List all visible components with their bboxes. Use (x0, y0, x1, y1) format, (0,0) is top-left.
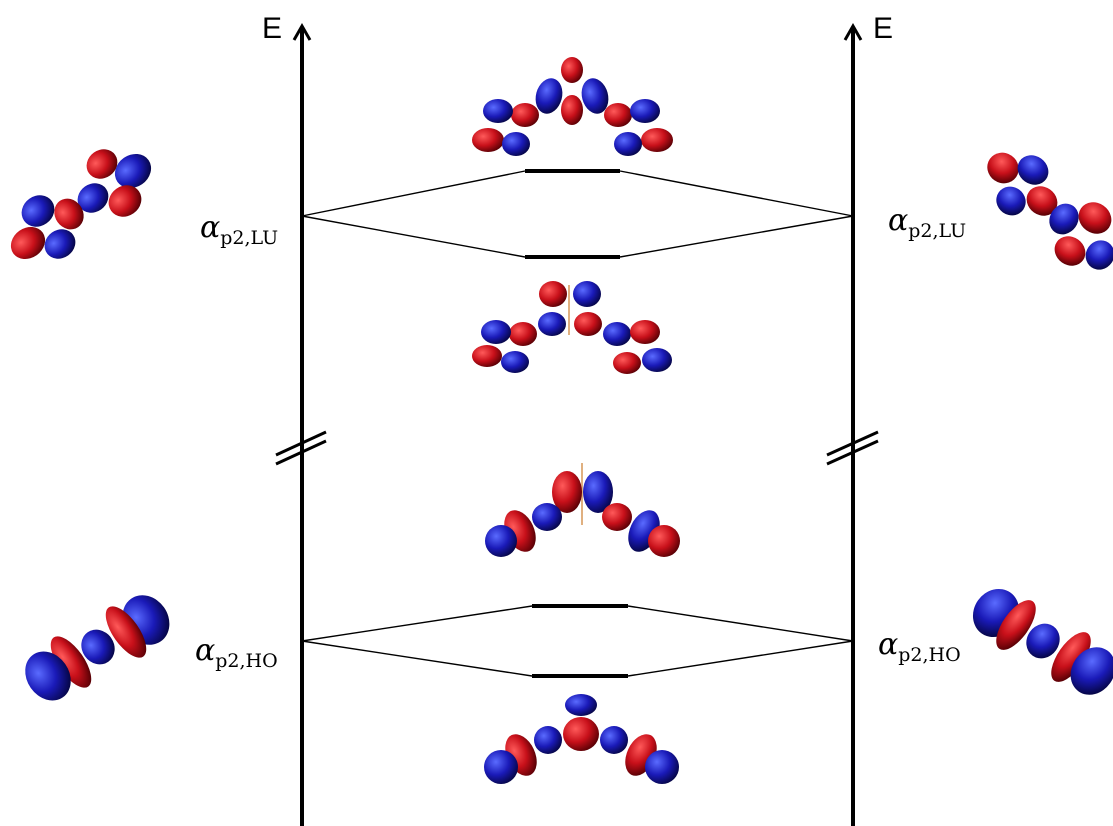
lu-correlation-lines (301, 170, 854, 258)
right-energy-axis: E (843, 12, 893, 826)
left-axis-arrow-icon (292, 22, 312, 41)
combined-orbital-lu-upper (472, 57, 673, 156)
right-fragment-lu-orbital (987, 152, 1113, 270)
label-right-lu: αp2,LU (888, 203, 966, 242)
left-axis-break-icon (275, 430, 327, 466)
combined-orbital-ho-lower (484, 694, 679, 784)
right-fragment-ho-orbital (972, 588, 1113, 695)
right-axis-arrow-icon (843, 22, 863, 41)
combined-orbital-lu-lower (472, 281, 672, 374)
left-energy-axis: E (262, 12, 312, 826)
label-left-lu: αp2,LU (200, 210, 278, 249)
ho-correlation-lines (301, 605, 854, 677)
label-right-ho: αp2,HO (878, 627, 961, 666)
left-fragment-ho-orbital (25, 595, 170, 701)
left-fragment-lu-orbital (10, 149, 152, 260)
left-axis-label: E (262, 12, 282, 45)
right-axis-label: E (873, 12, 893, 45)
label-left-ho: αp2,HO (195, 633, 278, 672)
right-axis-break-icon (826, 430, 879, 466)
combined-orbital-ho-upper (485, 463, 680, 557)
